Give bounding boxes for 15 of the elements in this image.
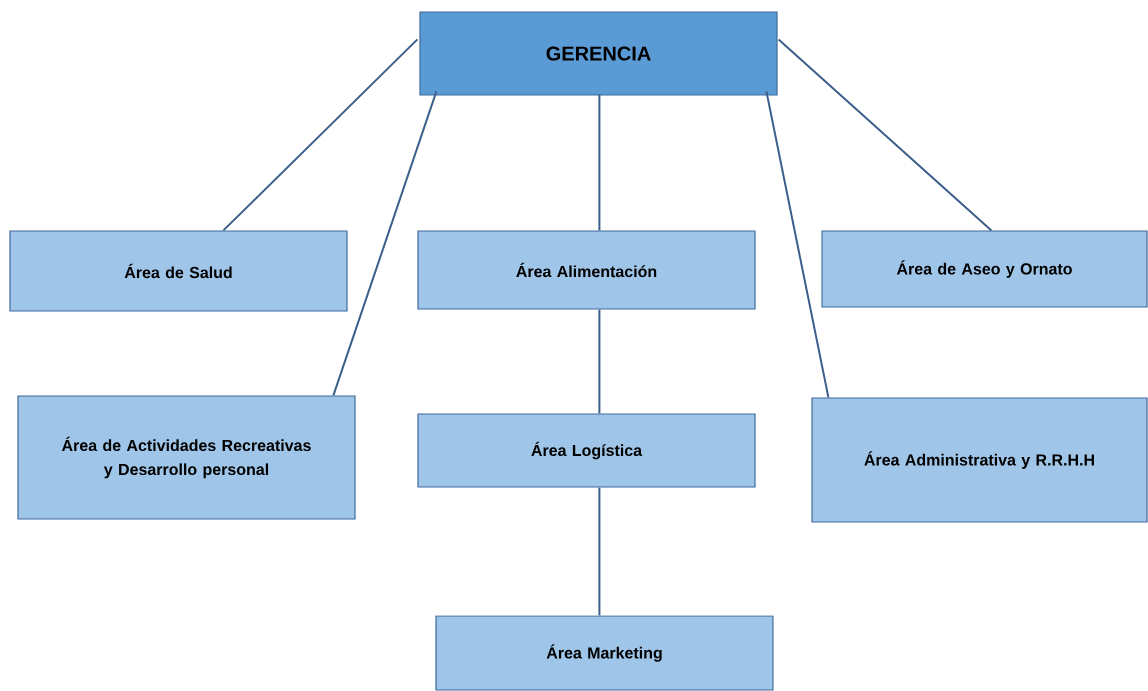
header-box: GERENCIA xyxy=(419,11,778,96)
area-box: Área Marketing xyxy=(435,615,774,691)
area-box: Área de Salud xyxy=(9,230,348,312)
connector-line xyxy=(777,38,993,232)
connector-line xyxy=(765,90,830,399)
connector-line xyxy=(222,38,419,232)
connector-line xyxy=(598,308,601,415)
area-box: Área de Aseo y Ornato xyxy=(821,230,1148,308)
area-box: Área de Actividades Recreativas y Desarrollo personal xyxy=(17,395,356,520)
area-box: Área Administrativa y R.R.H.H xyxy=(811,397,1148,523)
connector-line xyxy=(598,93,601,232)
area-box: Área Logística xyxy=(417,413,756,488)
connector-line xyxy=(332,90,438,397)
connector-line xyxy=(598,486,601,617)
area-box: Área Alimentación xyxy=(417,230,756,310)
